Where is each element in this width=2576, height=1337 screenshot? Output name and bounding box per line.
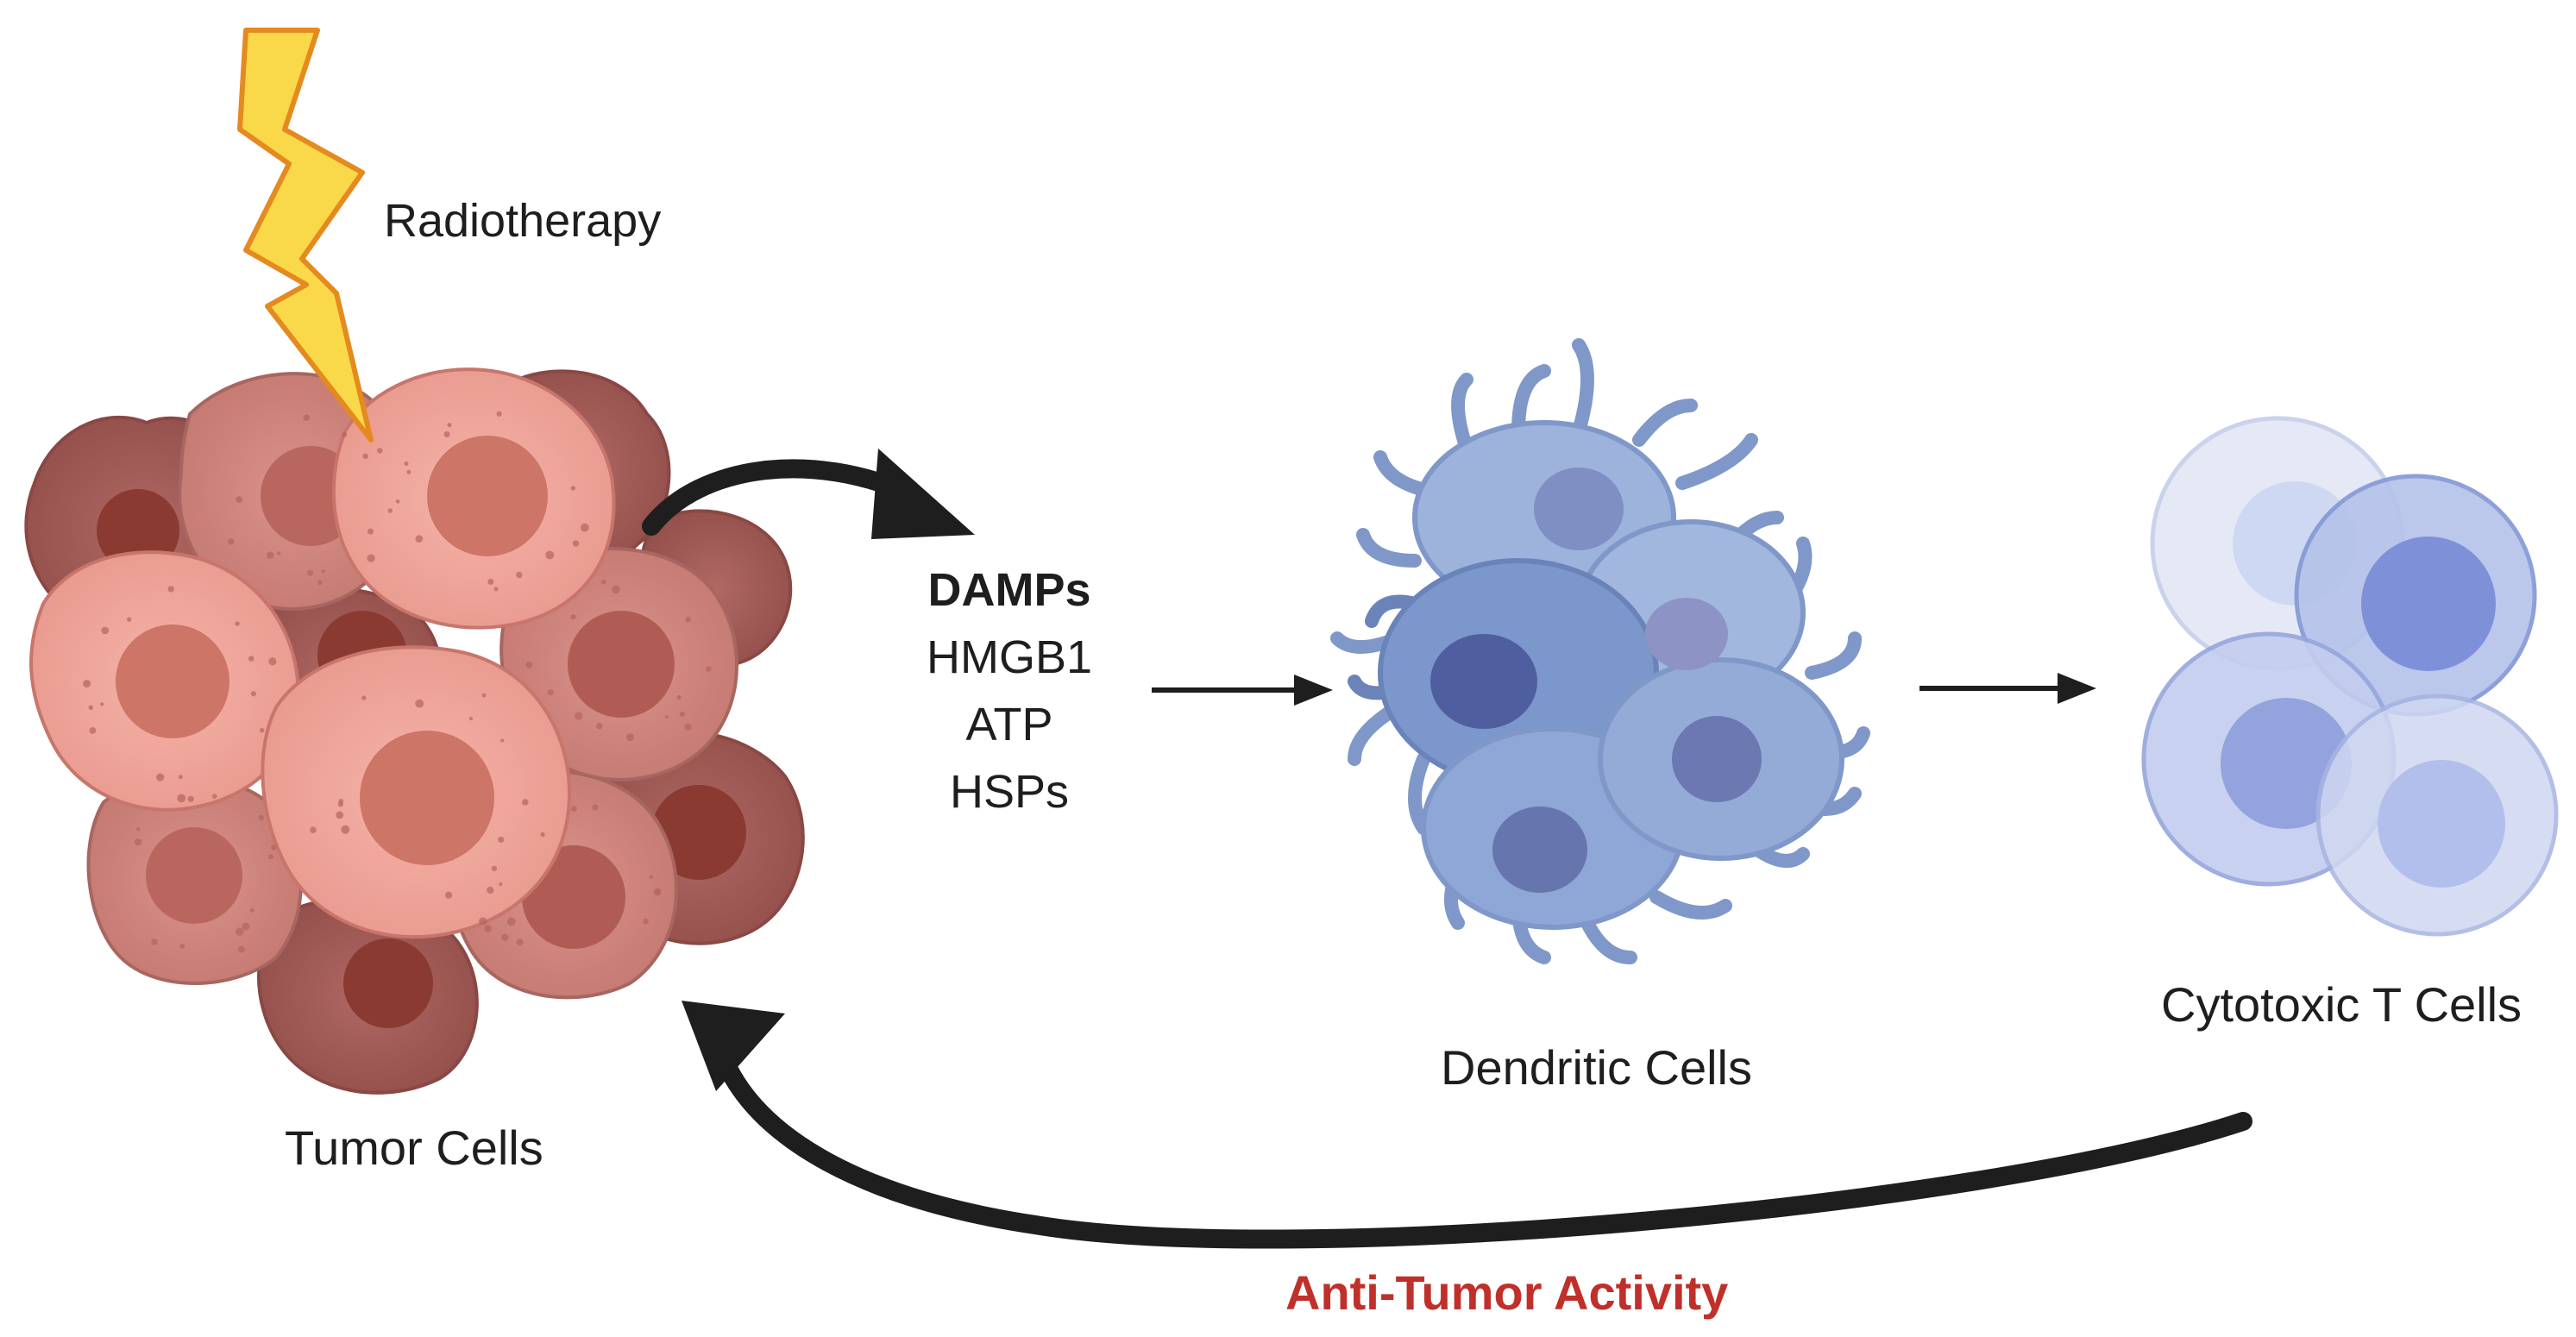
t-cell bbox=[2315, 694, 2559, 937]
tumor-speckles bbox=[83, 411, 712, 953]
arrow-tcells-to-tumor bbox=[682, 1001, 2252, 1249]
tumor-cell-light bbox=[331, 367, 616, 630]
tumor-cell-mid bbox=[86, 775, 303, 985]
tumor-cell-light bbox=[261, 645, 572, 939]
tumor-cell-light bbox=[29, 550, 300, 812]
arrow-tumor-to-damps bbox=[642, 449, 975, 539]
tumor-cell-cluster bbox=[24, 367, 805, 1095]
arrow-damps-to-dendritic bbox=[1152, 675, 1333, 706]
cytotoxic-t-cells-label: Cytotoxic T Cells bbox=[2161, 977, 2523, 1032]
damps-item-atp: ATP bbox=[965, 699, 1053, 750]
cytotoxic-t-cell-cluster bbox=[2141, 416, 2559, 937]
damps-item-hsps: HSPs bbox=[949, 766, 1070, 818]
lightning-bolt-icon bbox=[237, 28, 374, 443]
damps-title: DAMPs bbox=[927, 564, 1091, 616]
dendritic-cells-label: Dendritic Cells bbox=[1441, 1040, 1752, 1095]
radiotherapy-label: Radiotherapy bbox=[384, 195, 662, 247]
arrow-dendritic-to-tcells bbox=[1919, 673, 2096, 704]
tumor-cells-label: Tumor Cells bbox=[285, 1120, 543, 1175]
dendritic-cell-cluster bbox=[1330, 338, 1870, 964]
anti-tumor-activity-label: Anti-Tumor Activity bbox=[1285, 1265, 1729, 1320]
damps-item-hmgb1: HMGB1 bbox=[926, 631, 1093, 683]
damps-list: DAMPs HMGB1 ATP HSPs bbox=[880, 556, 1139, 825]
